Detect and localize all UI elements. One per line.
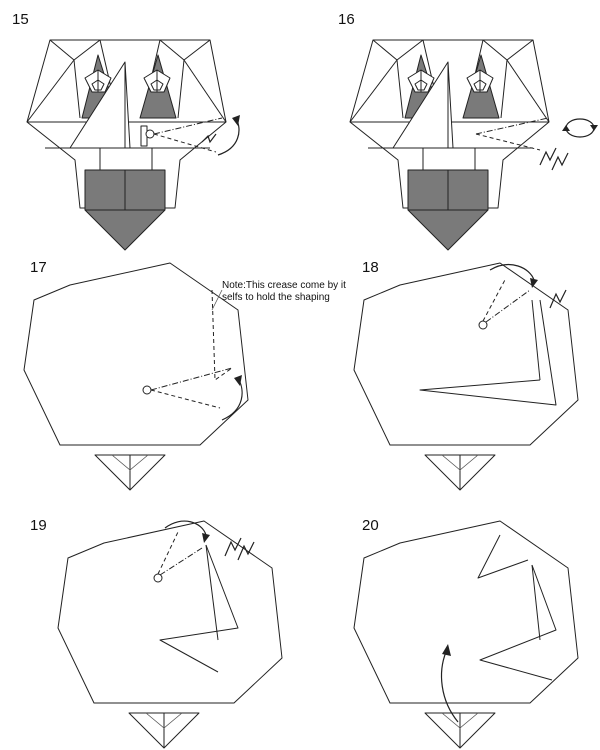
step-17: 17 Note:This crease come by it selfs to …: [23, 259, 346, 491]
step-number: 17: [30, 259, 47, 276]
step-number: 16: [338, 11, 355, 28]
curved-arrow-icon: [164, 520, 210, 543]
fold-up-arrow-icon: [440, 644, 459, 723]
fold-marks: [478, 277, 531, 330]
fold-marks: [140, 117, 223, 153]
rotate-arrow-icon: [221, 375, 243, 421]
fold-result: [477, 534, 557, 681]
step-16: 16: [338, 11, 598, 251]
note-leader-line: [211, 289, 223, 311]
zigzag-arrow-icon: [549, 289, 567, 309]
fold-result: [159, 544, 239, 673]
note-line-2: selfs to hold the shaping: [222, 292, 330, 303]
zigzag-arrow-icon: [201, 133, 217, 144]
owl-base-model: [26, 39, 227, 251]
step-15: 15: [12, 11, 240, 251]
step-19: 19: [30, 517, 283, 749]
step-18: 18: [353, 259, 579, 491]
fold-marks: [142, 289, 233, 409]
round-head-model: [57, 520, 283, 749]
zigzag-arrow-icon: [539, 147, 569, 171]
step-20: 20: [353, 517, 579, 749]
round-head-model: [353, 262, 579, 491]
rotate-arrow-icon: [217, 115, 240, 156]
fold-marks: [153, 531, 203, 583]
step-number: 20: [362, 517, 379, 534]
fold-result: [419, 299, 557, 406]
zigzag-arrow-icon: [224, 537, 255, 561]
note-line-1: Note:This crease come by it: [222, 280, 346, 291]
curved-arrow-icon: [489, 264, 538, 288]
step-number: 15: [12, 11, 29, 28]
step-number: 19: [30, 517, 47, 534]
step-number: 18: [362, 259, 379, 276]
turn-over-icon: [562, 118, 598, 138]
fold-marks: [475, 117, 549, 151]
